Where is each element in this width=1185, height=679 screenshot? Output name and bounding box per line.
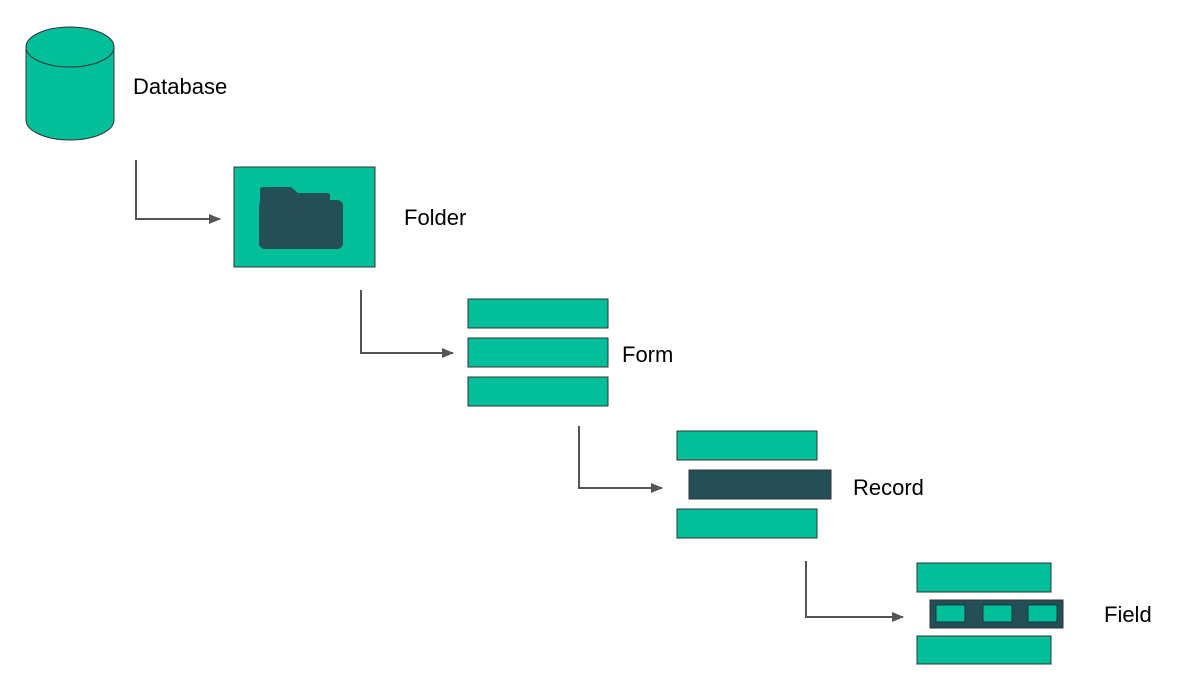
record-row-selected [688,469,832,500]
folder-icon [233,166,376,268]
field-row [916,635,1052,665]
field-row [916,562,1052,593]
record-label: Record [853,475,924,500]
connector-form-record [578,426,663,493]
connector-database-folder [135,160,221,224]
folder-label: Folder [404,205,467,230]
database-label: Database [133,74,228,99]
form-label: Form [622,342,674,367]
field-cell [935,604,966,623]
record-row [676,430,818,461]
field-rows-icon [916,562,1064,665]
form-row [467,376,609,407]
form-row [467,298,609,329]
database-cylinder-icon [25,26,115,141]
form-rows-icon [467,298,609,407]
record-rows-icon [676,430,832,539]
field-cell [982,604,1013,623]
field-cell [1027,604,1058,623]
connector-folder-form [360,290,454,358]
connectors [135,160,904,622]
field-label: Field [1104,602,1152,627]
form-row [467,337,609,368]
record-row [676,508,818,539]
connector-record-field [805,561,904,622]
